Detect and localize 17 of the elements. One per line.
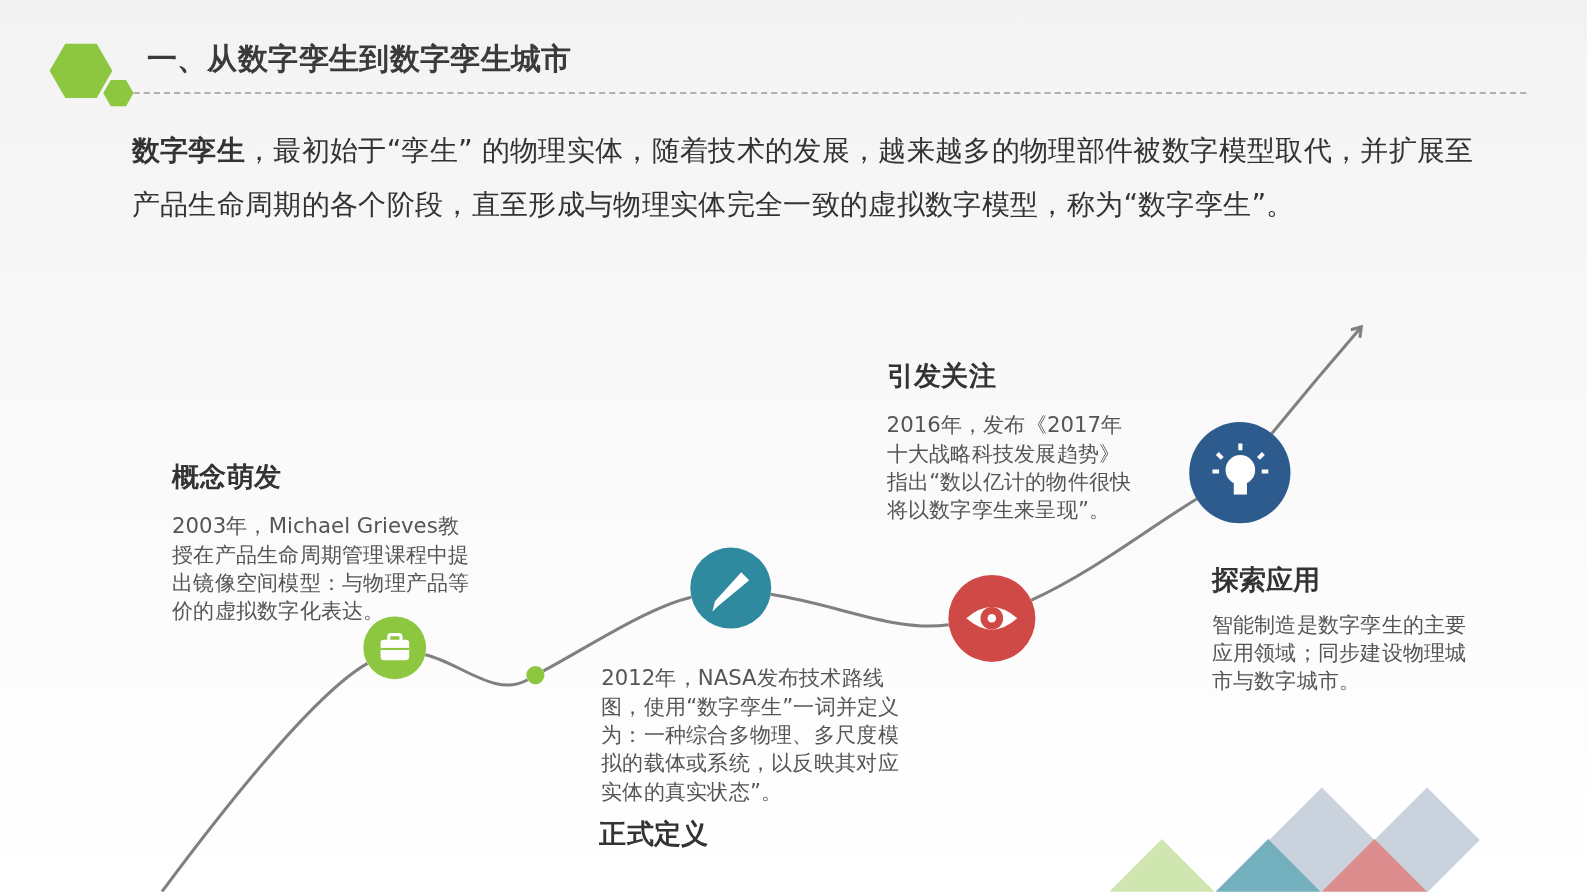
heading: 一、从数字孪生到数字孪生城市	[146, 39, 572, 78]
milestone-heading: 引发关注	[886, 358, 996, 393]
milestone-text: 智能制造是数字孪生的主要应用领域；同步建设物理城市与数字城市。	[1211, 611, 1468, 696]
timeline-curve	[1030, 497, 1198, 602]
timeline-curve	[770, 592, 949, 628]
timeline-dot	[526, 665, 545, 685]
intro-paragraph: 数字孪生，最初始于“孪生” 的物理实体，随着技术的发展，越来越多的物理部件被数字模型取代，并扩展至产品生命周期的各个阶段，直至形成与物理实体完全一致的虚拟数字模型，称为“数字孪生”。	[131, 132, 1475, 223]
timeline-curve	[542, 595, 692, 673]
milestone-heading: 概念萌发	[172, 459, 282, 494]
milestone-heading: 正式定义	[599, 816, 709, 852]
timeline-curve	[424, 653, 529, 687]
milestone-text: 2003年，Michael Grieves教授在产品生命周期管理课程中提出镜像空间模型：与物理产品等价的虚拟数字化表达。	[172, 513, 471, 626]
milestone-text: 2012年，NASA发布技术路线图，使用“数字孪生”一词并定义为：一种综合多物理、多尺度模拟的载体或系统，以反映其对应实体的真实状态”。	[601, 664, 901, 806]
milestone-text: 2016年，发布《2017年十大战略科技发展趋势》指出“数以亿计的物件很快将以数字孪生来呈现”。	[886, 411, 1133, 525]
milestone-heading: 探索应用	[1211, 562, 1321, 598]
timeline-curve	[160, 662, 369, 892]
arrow	[1270, 325, 1363, 435]
